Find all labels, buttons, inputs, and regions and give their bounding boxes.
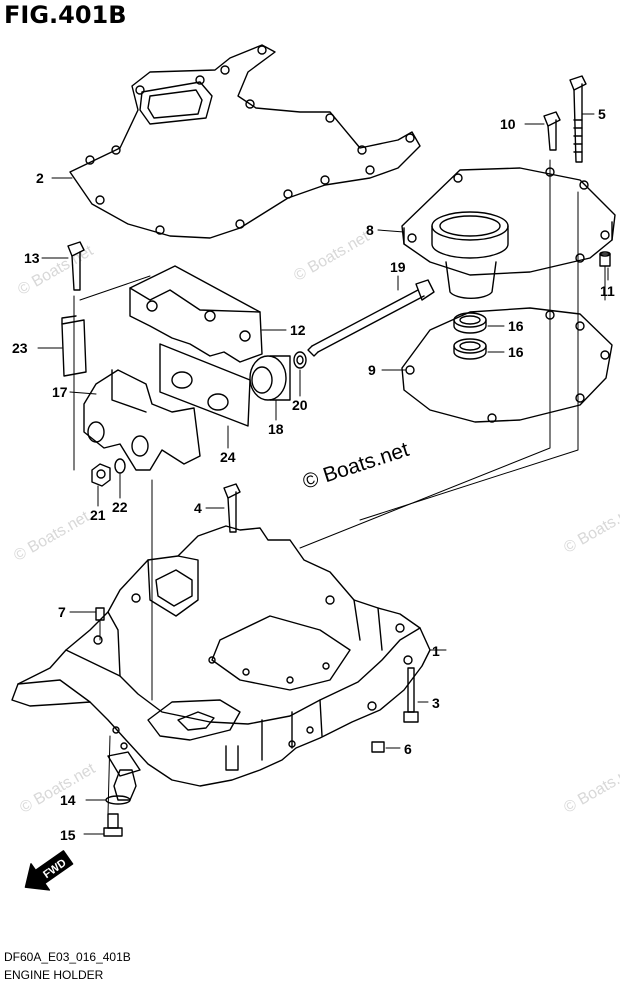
callout-16: 16 [508, 344, 524, 360]
part-washer [293, 351, 307, 369]
figure-name: ENGINE HOLDER [4, 968, 104, 982]
callout-20: 20 [292, 397, 308, 413]
part-long-bolt [307, 279, 435, 357]
callout-8: 8 [366, 222, 374, 238]
callout-22: 22 [112, 499, 128, 515]
leader-lines [37, 113, 609, 835]
callout-4: 4 [194, 500, 202, 516]
part-o-rings [453, 312, 487, 360]
part-pin-7 [95, 607, 105, 621]
callout-14: 14 [60, 792, 76, 808]
part-pin-6 [371, 741, 385, 753]
part-bolt-5 [569, 75, 587, 163]
figure-code: DF60A_E03_016_401B [4, 950, 131, 964]
figure-title: FIG.401B [4, 1, 127, 29]
part-plate [159, 343, 251, 427]
callout-11: 11 [600, 283, 615, 299]
part-engine-holder [11, 525, 431, 787]
callout-9: 9 [368, 362, 376, 378]
callout-7: 7 [58, 604, 66, 620]
callout-3: 3 [432, 695, 440, 711]
part-nut [91, 463, 111, 487]
callout-15: 15 [60, 827, 76, 843]
part-bolt-15 [103, 813, 123, 837]
part-bolt-4 [223, 483, 241, 533]
callout-23: 23 [12, 340, 28, 356]
reference-lines [73, 159, 606, 815]
part-cover [401, 167, 616, 299]
callout-13: 13 [24, 250, 40, 266]
part-bolt-10 [543, 111, 561, 151]
callout-18: 18 [268, 421, 284, 437]
callout-19: 19 [390, 259, 406, 275]
fwd-arrow: FWD [24, 850, 74, 891]
callout-labels: 1 2 3 4 5 6 7 8 9 10 11 12 13 14 15 16 1… [12, 106, 615, 843]
part-pin-11 [599, 251, 611, 267]
part-gasket-lower [401, 307, 613, 423]
callout-17: 17 [52, 384, 68, 400]
part-mount-bracket [129, 265, 263, 363]
part-bolt-13 [67, 241, 85, 291]
callout-6: 6 [404, 741, 412, 757]
callout-12: 12 [290, 322, 306, 338]
part-washer-22 [114, 458, 126, 474]
part-bolt-3 [403, 667, 419, 723]
callout-5: 5 [598, 106, 606, 122]
callout-24: 24 [220, 449, 236, 465]
callout-21: 21 [90, 507, 106, 523]
callout-10: 10 [500, 116, 516, 132]
part-bushing [249, 355, 291, 401]
callout-2: 2 [36, 170, 44, 186]
callout-16: 16 [508, 318, 524, 334]
part-clip [61, 315, 87, 377]
part-engine-mount [83, 369, 201, 471]
part-gasket-upper [69, 44, 421, 239]
callout-1: 1 [432, 643, 440, 659]
